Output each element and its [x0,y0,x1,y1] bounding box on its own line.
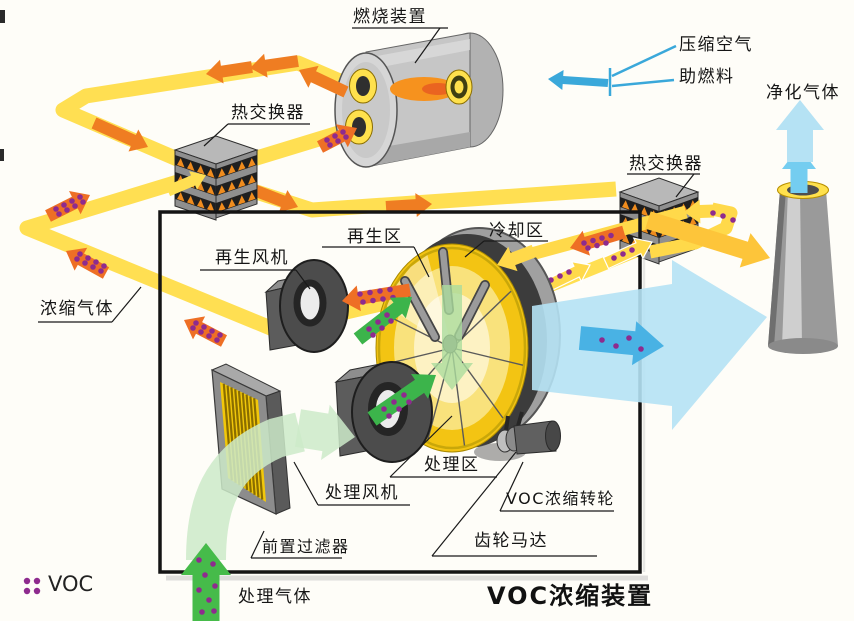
voc-legend-dots [23,577,41,595]
voc-dots [53,194,86,217]
feed-into-rotor-arrow [497,244,537,272]
voc-dots [196,557,218,615]
process-gas-arrows [353,297,436,426]
diagram-title: VOC浓缩装置 [487,582,654,610]
regeneration-zone-label: 再生区 [347,227,403,247]
treatment-fan-label: 处理风机 [325,483,399,503]
auxiliary-fuel-label: 助燃料 [679,67,735,87]
regeneration-fan [264,259,349,353]
exhaust-stack [768,181,838,354]
exhaust-to-stack-arrow [645,211,770,268]
purified-gas-arrow [776,100,824,162]
voc-dots [74,251,107,274]
burner-feed-arrow [548,70,609,90]
treatment-gas-label: 处理气体 [238,587,312,607]
purified-gas-label: 净化气体 [766,83,840,103]
airflow-through-rotor-arrow [431,285,473,390]
heat-exchanger-right-label: 热交换器 [629,154,703,174]
voc-dots [710,210,736,223]
heat-exchanger-left [165,135,259,221]
process-air-band [186,404,355,561]
hx-face [215,149,258,219]
voc-dots [581,232,614,251]
concentrate-flow-arrow [342,283,411,312]
scan-artifacts [0,10,5,161]
voc-dots [548,269,572,283]
voc-dots [366,312,394,338]
voc-legend-label: VOC [48,572,94,596]
leader-lines [38,27,700,559]
voc-dots [190,320,223,343]
treatment-gas-entry-arrow [181,543,231,621]
cooling-zone-label: 冷却区 [489,221,545,241]
voc-dots [324,129,349,148]
combustion-device [334,32,504,168]
voc-dots [381,392,412,419]
treatment-zone-label: 处理区 [424,455,480,475]
pipe-entry-arrow [165,171,206,197]
compressed-air-label: 压缩空气 [679,35,753,55]
hot-gas-flow-arrow [299,65,349,98]
heat-exchanger-left-label: 热交换器 [231,103,305,123]
voc-dots [599,335,644,352]
burner-feed [608,44,677,96]
voc-dots [611,247,635,261]
cooling-air-arrows [539,237,653,295]
concentrated-gas-label: 浓缩气体 [40,299,114,319]
combustion-device-label: 燃烧装置 [353,7,427,27]
prefilter-label: 前置过滤器 [262,537,350,556]
regeneration-fan-label: 再生风机 [215,248,289,268]
voc-rotor-label: VOC浓缩转轮 [506,489,615,508]
gear-motor-label: 齿轮马达 [474,531,548,551]
clean-air-arrow-small [578,321,664,366]
